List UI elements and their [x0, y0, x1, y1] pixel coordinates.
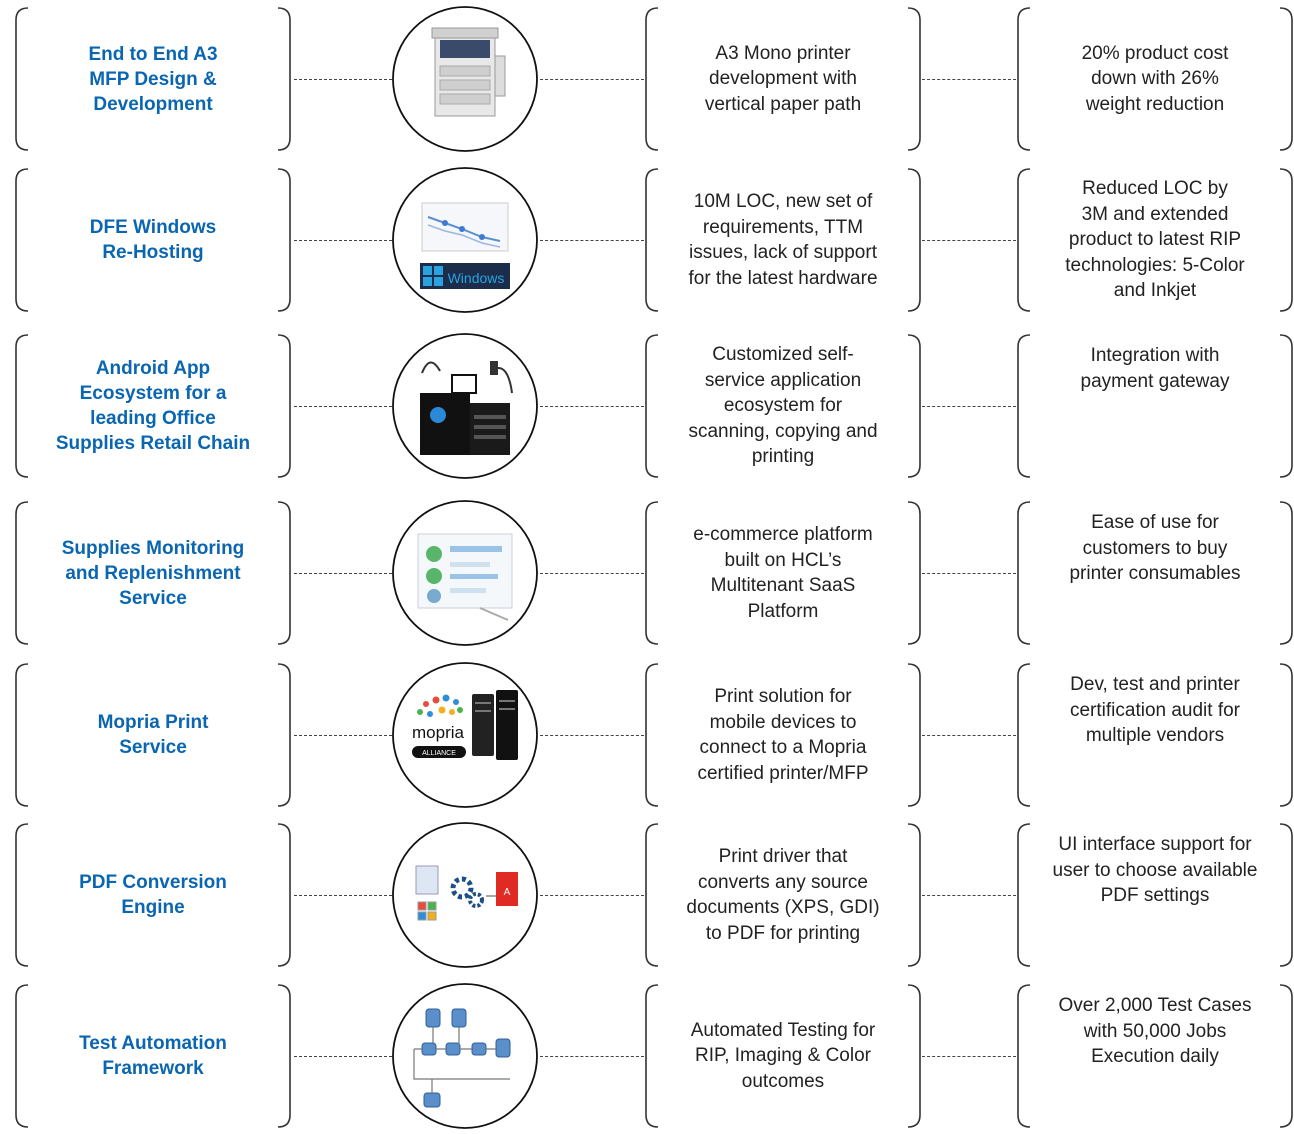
connector-line — [922, 240, 1016, 241]
case-result: Dev, test and printer certification audi… — [1016, 662, 1294, 808]
connector-line — [540, 735, 644, 736]
case-description: Print solution for mobile devices to con… — [644, 662, 922, 808]
case-row: Supplies Monitoring and Replenishment Se… — [0, 500, 1294, 646]
printer-icon — [390, 6, 540, 152]
case-result: 20% product cost down with 26% weight re… — [1016, 6, 1294, 152]
case-result-text: Ease of use for customers to buy printer… — [1069, 512, 1241, 584]
case-description-text: 10M LOC, new set of requirements, TTM is… — [688, 191, 878, 289]
case-result-text: Dev, test and printer certification audi… — [1069, 674, 1241, 746]
case-description-text: Customized self- service application eco… — [688, 344, 878, 468]
case-title-text: End to End A3 MFP Design & Development — [88, 43, 218, 115]
case-description: e-commerce platform built on HCL’s Multi… — [644, 500, 922, 646]
case-description: 10M LOC, new set of requirements, TTM is… — [644, 167, 922, 313]
case-title: PDF Conversion Engine — [14, 822, 292, 968]
case-result-text: Integration with payment gateway — [1080, 345, 1230, 392]
case-row: Test Automation Framework Automated Test… — [0, 983, 1294, 1129]
case-title-text: DFE Windows Re-Hosting — [89, 217, 217, 263]
pdf-conversion-icon: A — [390, 822, 540, 968]
case-title-text: Android App Ecosystem for a leading Offi… — [55, 358, 251, 454]
connector-line — [540, 1056, 644, 1057]
svg-text:mopria: mopria — [412, 723, 465, 742]
case-result-text: UI interface support for user to choose … — [1052, 834, 1258, 906]
case-description-text: e-commerce platform built on HCL’s Multi… — [693, 524, 873, 622]
case-title-text: Test Automation Framework — [79, 1033, 227, 1079]
connector-line — [540, 895, 644, 896]
connector-line — [922, 79, 1016, 80]
case-title: Supplies Monitoring and Replenishment Se… — [14, 500, 292, 646]
case-description: Customized self- service application eco… — [644, 333, 922, 479]
case-title: DFE Windows Re-Hosting — [14, 167, 292, 313]
case-row: DFE Windows Re-Hosting Windows 10M LOC, … — [0, 167, 1294, 313]
connector-line — [294, 1056, 392, 1057]
case-result: Over 2,000 Test Cases with 50,000 Jobs E… — [1016, 983, 1294, 1129]
connector-line — [540, 79, 644, 80]
case-description: A3 Mono printer development with vertica… — [644, 6, 922, 152]
case-result-text: Over 2,000 Test Cases with 50,000 Jobs E… — [1058, 995, 1252, 1067]
workflow-diagram-icon — [390, 983, 540, 1129]
case-title: Mopria Print Service — [14, 662, 292, 808]
case-title-text: Mopria Print Service — [97, 712, 209, 758]
connector-line — [294, 79, 392, 80]
case-title: Test Automation Framework — [14, 983, 292, 1129]
windows-chart-icon: Windows — [390, 167, 540, 313]
connector-line — [294, 573, 392, 574]
case-description: Automated Testing for RIP, Imaging & Col… — [644, 983, 922, 1129]
mopria-logo-icon: mopria ALLIANCE — [390, 662, 540, 808]
case-result: Ease of use for customers to buy printer… — [1016, 500, 1294, 646]
case-description-text: A3 Mono printer development with vertica… — [704, 42, 862, 115]
svg-text:A: A — [504, 887, 511, 898]
connector-line — [922, 573, 1016, 574]
case-result: Reduced LOC by 3M and extended product t… — [1016, 167, 1294, 313]
case-title: End to End A3 MFP Design & Development — [14, 6, 292, 152]
case-description-text: Print driver that converts any source do… — [686, 846, 880, 944]
connector-line — [294, 895, 392, 896]
case-result: Integration with payment gateway — [1016, 333, 1294, 479]
connector-line — [294, 735, 392, 736]
case-result-text: Reduced LOC by 3M and extended product t… — [1065, 178, 1245, 302]
case-row: Mopria Print Service mopria ALLIANCE Pri… — [0, 662, 1294, 808]
case-title: Android App Ecosystem for a leading Offi… — [14, 333, 292, 479]
connector-line — [922, 895, 1016, 896]
connector-line — [294, 406, 392, 407]
case-title-text: PDF Conversion Engine — [79, 872, 227, 918]
connector-line — [922, 406, 1016, 407]
case-result-text: 20% product cost down with 26% weight re… — [1081, 42, 1229, 115]
svg-text:ALLIANCE: ALLIANCE — [422, 750, 456, 757]
connector-line — [294, 240, 392, 241]
connector-line — [922, 1056, 1016, 1057]
case-row: End to End A3 MFP Design & Development A… — [0, 6, 1294, 152]
case-description: Print driver that converts any source do… — [644, 822, 922, 968]
case-result: UI interface support for user to choose … — [1016, 822, 1294, 968]
svg-text:Windows: Windows — [448, 270, 505, 286]
case-row: Android App Ecosystem for a leading Offi… — [0, 333, 1294, 479]
connector-line — [540, 573, 644, 574]
connector-line — [540, 406, 644, 407]
dashboard-icon — [390, 500, 540, 646]
connector-line — [922, 735, 1016, 736]
case-description-text: Automated Testing for RIP, Imaging & Col… — [690, 1019, 876, 1092]
kiosk-printer-icon — [390, 333, 540, 479]
connector-line — [540, 240, 644, 241]
case-description-text: Print solution for mobile devices to con… — [697, 686, 869, 784]
case-row: PDF Conversion Engine A Print driver tha… — [0, 822, 1294, 968]
case-title-text: Supplies Monitoring and Replenishment Se… — [61, 537, 245, 609]
